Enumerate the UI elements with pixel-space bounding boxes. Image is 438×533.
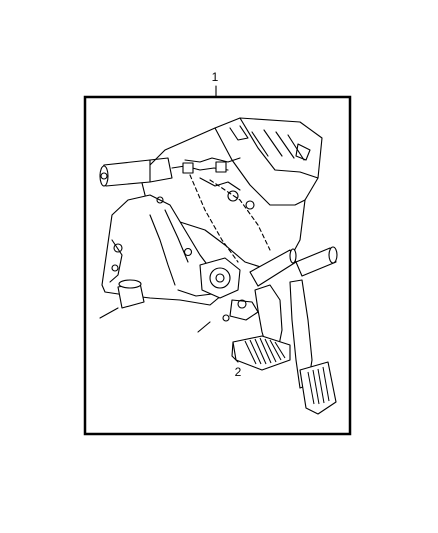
diagram-frame bbox=[83, 95, 352, 436]
callout-2-leader bbox=[231, 341, 239, 363]
callout-1: 1 bbox=[212, 70, 219, 84]
callout-2: 2 bbox=[235, 365, 242, 379]
pedal-assembly-drawing bbox=[99, 117, 338, 415]
brake-pedal-pad-tread bbox=[244, 337, 286, 365]
accelerator-pedal-pad-tread bbox=[307, 366, 330, 405]
